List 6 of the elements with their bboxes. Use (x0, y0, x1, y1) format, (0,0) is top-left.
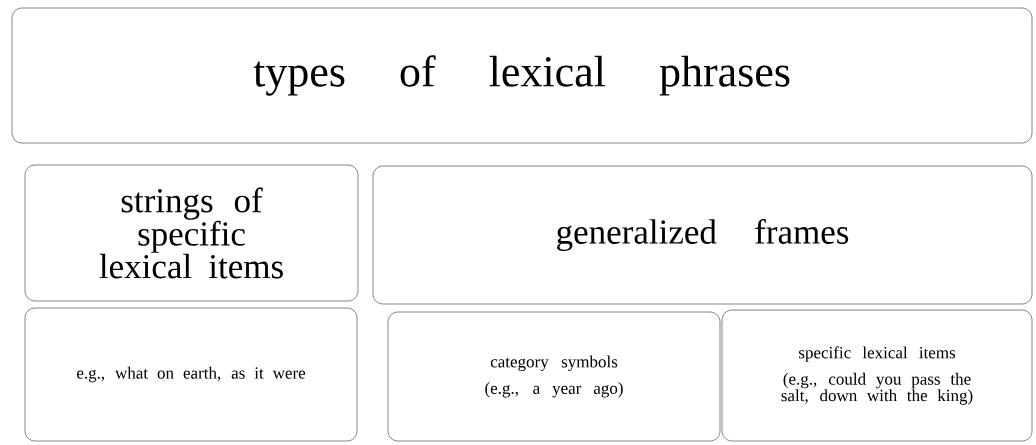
category-box: e.g., what on earth, as it were (24, 307, 358, 442)
category-box: generalized frames (372, 165, 1033, 305)
title-box: types of lexical phrases (11, 7, 1033, 144)
category-box: specific lexical items (e.g., could you pass the salt, down with the king) (721, 309, 1033, 442)
category-box: strings of specific lexical items (24, 164, 359, 302)
category-box: category symbols (e.g., a year ago) (387, 311, 721, 442)
